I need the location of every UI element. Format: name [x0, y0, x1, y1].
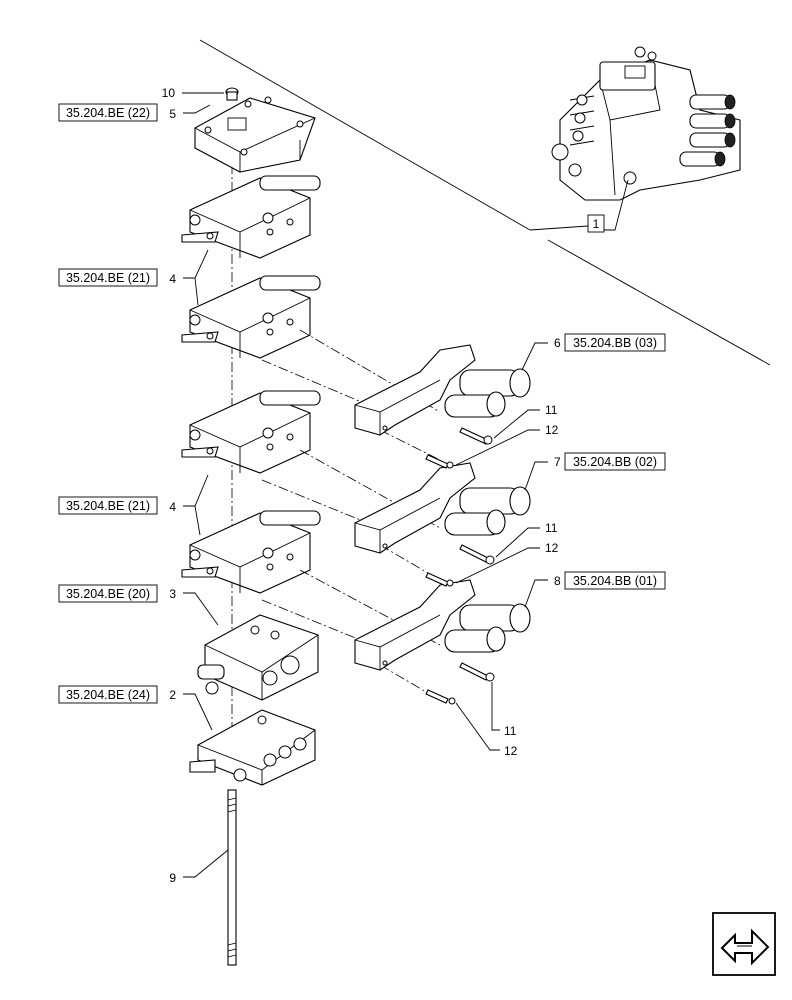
callout-3: 3	[169, 587, 176, 601]
callout-4b: 4	[169, 500, 176, 514]
spool-section-d	[181, 510, 321, 594]
coupler-block-6	[354, 344, 531, 436]
valve-assembly-inset	[551, 46, 741, 201]
ref-spool-upper-label: 35.204.BE (21)	[66, 271, 150, 285]
callout-9: 9	[169, 871, 176, 885]
callout-7: 7	[554, 455, 561, 469]
ref-inlet-label: 35.204.BE (20)	[66, 587, 150, 601]
ref-box-spool-lower[interactable]: 35.204.BE (21)	[58, 496, 158, 515]
ref-cover-label: 35.204.BE (22)	[66, 106, 150, 120]
ref-box-coupler-1[interactable]: 35.204.BB (01)	[564, 571, 666, 590]
inset-coupler-outlets	[679, 94, 736, 167]
ref-coupler-2-label: 35.204.BB (02)	[573, 455, 657, 469]
screw-part-10	[225, 87, 239, 101]
callout-12a: 12	[545, 423, 559, 437]
next-page-arrow-icon[interactable]	[712, 912, 776, 976]
callout-8: 8	[554, 574, 561, 588]
leader-lines	[182, 92, 629, 878]
ref-box-spool-upper[interactable]: 35.204.BE (21)	[58, 268, 158, 287]
ref-box-inlet[interactable]: 35.204.BE (20)	[58, 584, 158, 603]
cover-plate-part-5	[194, 96, 316, 173]
ref-box-cover[interactable]: 35.204.BE (22)	[58, 103, 158, 122]
callout-5: 5	[169, 107, 176, 121]
ref-box-base[interactable]: 35.204.BE (24)	[58, 685, 158, 704]
callout-11a: 11	[545, 403, 558, 417]
ref-box-coupler-2[interactable]: 35.204.BB (02)	[564, 452, 666, 471]
callout-4a: 4	[169, 272, 176, 286]
callout-6: 6	[554, 336, 561, 350]
screws-11-12	[425, 427, 495, 705]
ref-box-coupler-3[interactable]: 35.204.BB (03)	[564, 333, 666, 352]
callout-10: 10	[162, 86, 176, 100]
inlet-section-part-3	[197, 614, 319, 701]
spool-section-b	[181, 275, 321, 359]
ref-spool-lower-label: 35.204.BE (21)	[66, 499, 150, 513]
ref-coupler-1-label: 35.204.BB (01)	[573, 574, 657, 588]
callout-11b: 11	[545, 521, 558, 535]
callout-11c: 11	[504, 724, 517, 738]
tie-rod-part-9	[227, 789, 237, 966]
spool-section-a	[181, 175, 321, 259]
coupler-block-8	[354, 579, 531, 671]
ref-coupler-3-label: 35.204.BB (03)	[573, 336, 657, 350]
callout-1: 1	[593, 217, 600, 231]
coupler-block-7	[354, 462, 531, 554]
spool-section-c	[181, 390, 321, 474]
callout-2: 2	[169, 688, 176, 702]
ref-base-label: 35.204.BE (24)	[66, 688, 150, 702]
base-section-part-2	[189, 709, 316, 786]
callout-1-box: 1	[587, 214, 605, 233]
inset-spool-levers	[569, 94, 595, 146]
callout-12b: 12	[545, 541, 559, 555]
callout-12c: 12	[504, 744, 518, 758]
inset-boundary-lines	[199, 39, 771, 366]
